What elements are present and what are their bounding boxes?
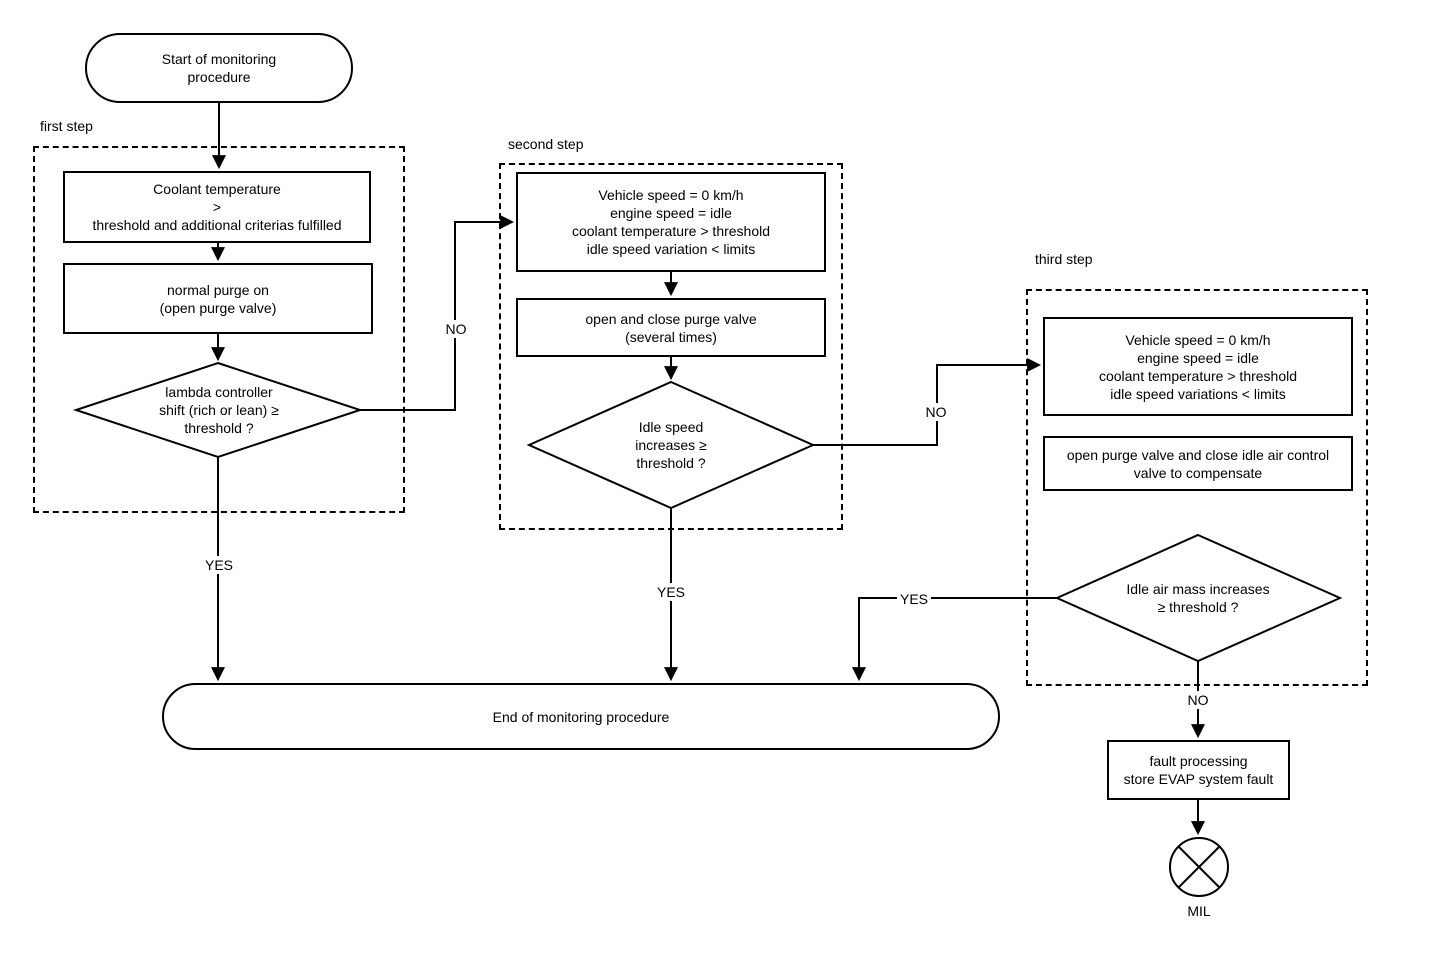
- step-label-third: third step: [1035, 251, 1093, 267]
- mil-label: MIL: [1187, 903, 1211, 919]
- condition-box-step3: Vehicle speed = 0 km/h engine speed = id…: [1043, 317, 1353, 416]
- step-frame-third: [1026, 289, 1368, 686]
- edge-label-no-step2: NO: [922, 403, 950, 421]
- action-box-step3: open purge valve and close idle air cont…: [1043, 436, 1353, 491]
- arrow-decision3-yes-to-end: [852, 597, 1057, 682]
- start-terminal: Start of monitoring procedure: [85, 33, 353, 103]
- edge-label-yes-step3: YES: [896, 590, 932, 608]
- edge-label-no-step1: NO: [442, 320, 470, 338]
- fault-processing-box: fault processing store EVAP system fault: [1107, 740, 1290, 800]
- decision1-diamond: [72, 361, 364, 459]
- step-label-first: first step: [40, 118, 93, 134]
- decision2-diamond: [526, 380, 816, 510]
- decision2-text: Idle speed increases ≥ threshold ?: [635, 419, 707, 471]
- edge-label-yes-step2: YES: [653, 583, 689, 601]
- arrow-decision1-no-to-step2: [360, 215, 515, 411]
- decision3-text: Idle air mass increases ≥ threshold ?: [1126, 581, 1270, 615]
- step-frame-second: [499, 163, 843, 530]
- edge-label-yes-step1: YES: [201, 556, 237, 574]
- action-box-step1: normal purge on (open purge valve): [63, 263, 373, 334]
- step-frame-first: [33, 146, 405, 513]
- edge-label-no-step3: NO: [1184, 691, 1212, 709]
- step-label-second: second step: [508, 136, 584, 152]
- condition-box-step1: Coolant temperature > threshold and addi…: [63, 171, 371, 243]
- condition-box-step2: Vehicle speed = 0 km/h engine speed = id…: [516, 172, 826, 272]
- decision1-text: lambda controller shift (rich or lean) ≥…: [159, 384, 279, 436]
- end-terminal: End of monitoring procedure: [162, 683, 1000, 750]
- action-box-step2: open and close purge valve (several time…: [516, 298, 826, 357]
- decision3-diamond: [1054, 533, 1343, 663]
- mil-circle-cross-icon: [1169, 837, 1229, 897]
